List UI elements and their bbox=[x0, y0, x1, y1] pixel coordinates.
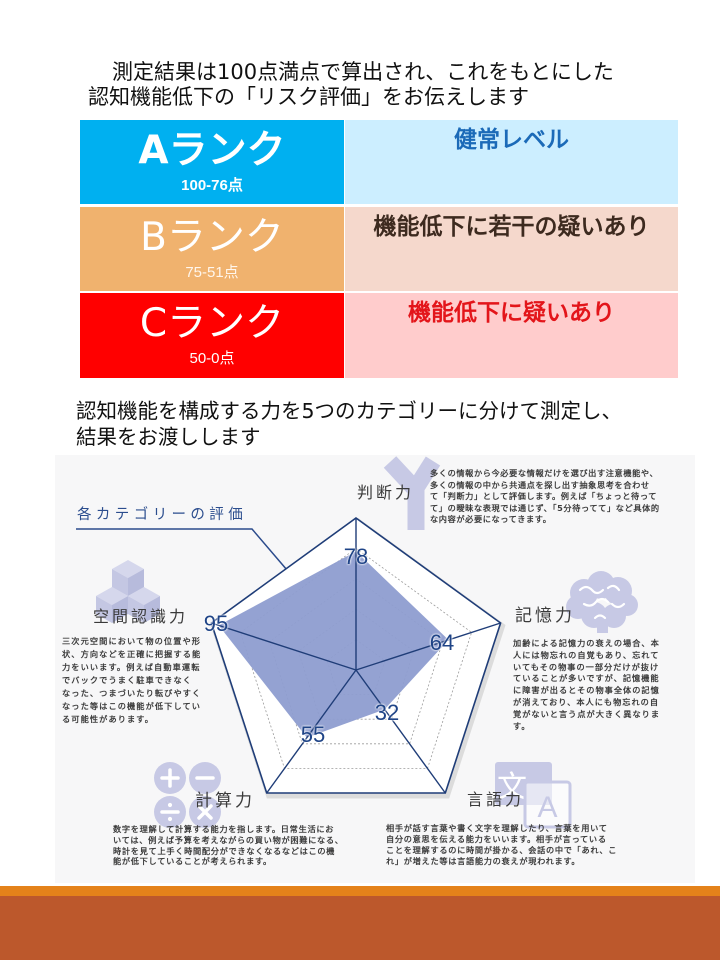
description-line: な内容が必要になってきます。 bbox=[430, 514, 552, 524]
category-title-memory: 記憶力 bbox=[515, 606, 575, 626]
rank-cell-a: Aランク 100-76点 bbox=[80, 120, 344, 204]
description-line: 能が低下していることが考えられます。 bbox=[113, 856, 272, 867]
category-description-language: 相手が話す言葉や書く文字を理解したり、言葉を用いて 自分の意思を伝える能力をいい… bbox=[386, 823, 617, 867]
description-line: 多くの情報の中から共通点を探し出す抽象思考を合わせ bbox=[430, 479, 650, 490]
math-operators-icon bbox=[154, 762, 221, 828]
description-line: 状、方向などを正確に把握する能 bbox=[62, 649, 202, 659]
description-line: なった、つまづいたり転びやすく bbox=[62, 688, 202, 698]
brain-icon bbox=[566, 571, 638, 633]
assessment-text: 機能低下に疑いあり bbox=[408, 300, 615, 326]
description-line: 自分の意思を伝える能力をいいます。相手が言っている bbox=[386, 834, 607, 844]
rank-cell-c: Cランク 50-0点 bbox=[80, 293, 344, 378]
heading-top-line1: 測定結果は100点満点で算出され、これをもとにした bbox=[112, 60, 614, 84]
score-label-spatial: 95 bbox=[203, 611, 229, 636]
score-label-judgment: 78 bbox=[343, 544, 369, 569]
category-title-spatial: 空間認識力 bbox=[93, 607, 189, 626]
rank-range: 75-51点 bbox=[185, 264, 239, 281]
assessment-text: 機能低下に若干の疑いあり bbox=[373, 214, 650, 240]
category-title-language: 言語力 bbox=[467, 790, 525, 809]
description-line: 数字を理解して計算する能力を指します。日常生活にお bbox=[113, 824, 335, 834]
translate-front-glyph: A bbox=[537, 791, 557, 824]
description-line: 時計を見て上手く時間配分ができなくなるなどはこの機 bbox=[113, 845, 336, 856]
category-description-spatial: 三次元空間において物の位置や形 状、方向などを正確に把握する能 力をいいます。例… bbox=[62, 635, 201, 726]
heading-mid-line1: 認知機能を構成する力を5つのカテゴリーに分けて測定し、 bbox=[76, 399, 623, 423]
label-connector-line bbox=[76, 528, 288, 571]
description-line: なった等はこの機能が低下してい bbox=[62, 701, 202, 711]
description-line: いては、例えば予算を考えながらの買い物が困難になる、 bbox=[113, 834, 344, 845]
rank-label: Bランク bbox=[140, 215, 284, 260]
radar-axis-line bbox=[355, 669, 446, 794]
description-line: す。 bbox=[513, 720, 531, 731]
description-line: る可能性があります。 bbox=[62, 714, 155, 724]
description-line: 加齢による記憶力の衰えの場合、本 bbox=[513, 638, 660, 648]
radar-axis-line bbox=[266, 669, 357, 794]
description-line: 相手が話す言葉や書く文字を理解したり、言葉を用いて bbox=[386, 823, 608, 833]
cubes-icon bbox=[96, 560, 160, 623]
description-line: いてもその物事の一部分だけが抜け bbox=[513, 661, 660, 672]
rank-row-b: Bランク 75-51点 機能低下に若干の疑いあり bbox=[80, 207, 678, 291]
category-description-memory: 加齢による記憶力の衰えの場合、本 人には物忘れの自覚もあり、忘れて いてもその物… bbox=[513, 638, 660, 732]
radar-axis-line bbox=[355, 622, 501, 671]
assessment-cell-b: 機能低下に若干の疑いあり bbox=[345, 207, 678, 291]
assessment-text: 健常レベル bbox=[454, 127, 569, 153]
rank-row-c: Cランク 50-0点 機能低下に疑いあり bbox=[80, 293, 678, 378]
footer-accent-stripe bbox=[0, 886, 720, 896]
fork-y-icon bbox=[383, 456, 441, 530]
heading-mid-line2: 結果をお渡しします bbox=[76, 425, 261, 449]
category-evaluation-label: 各カテゴリーの評価 bbox=[77, 507, 248, 523]
description-line: 三次元空間において物の位置や形 bbox=[62, 636, 202, 646]
description-line: 人には物忘れの自覚もあり、忘れて bbox=[513, 649, 660, 660]
category-description-calculation: 数字を理解して計算する能力を指します。日常生活にお いては、例えば予算を考えなが… bbox=[113, 824, 344, 867]
category-title-calculation: 計算力 bbox=[195, 791, 255, 811]
description-line: 力をいいます。例えば自動車運転 bbox=[62, 662, 201, 672]
translate-icon: 文 A bbox=[495, 762, 572, 829]
category-title-judgment: 判断力 bbox=[357, 483, 415, 502]
rank-row-a: Aランク 100-76点 健常レベル bbox=[80, 120, 678, 204]
score-label-memory: 64 bbox=[429, 630, 455, 655]
score-label-language: 32 bbox=[374, 700, 400, 725]
radar-axis-line bbox=[211, 622, 357, 671]
rank-range: 100-76点 bbox=[181, 177, 243, 194]
description-line: て「判断力」として評価します。例えば「ちょっと待って bbox=[430, 491, 657, 501]
description-line: に障害が出るとその物事全体の記憶 bbox=[513, 685, 660, 696]
heading-top-line2: 認知機能低下の「リスク評価」をお伝えします bbox=[88, 85, 529, 109]
description-line: 覚がないと言う点が大きく異なりま bbox=[513, 708, 661, 719]
description-line: れ」が増えた等は言語能力の衰えが現われます。 bbox=[386, 856, 581, 866]
description-line: ことを理解するのに時間が掛かる、会話の中で「あれ、こ bbox=[386, 845, 618, 855]
score-label-calculation: 55 bbox=[300, 722, 326, 747]
rank-label: Cランク bbox=[139, 301, 285, 346]
rank-cell-b: Bランク 75-51点 bbox=[80, 207, 344, 291]
assessment-cell-a: 健常レベル bbox=[345, 120, 678, 204]
radar-grid-ring bbox=[239, 547, 473, 769]
rank-label: Aランク bbox=[138, 128, 286, 173]
footer-band bbox=[0, 896, 720, 960]
description-line: 多くの情報から今必要な情報だけを選び出す注意機能や、 bbox=[430, 468, 659, 478]
category-description-judgment: 多くの情報から今必要な情報だけを選び出す注意機能や、 多くの情報の中から共通点を… bbox=[430, 468, 660, 526]
rank-range: 50-0点 bbox=[189, 350, 235, 367]
assessment-cell-c: 機能低下に疑いあり bbox=[345, 293, 678, 378]
translate-back-glyph: 文 bbox=[497, 770, 527, 805]
description-line: て」の曖昧な表現では通じず、「5分待ってて」など具体的 bbox=[430, 502, 660, 513]
description-line: ていることが多いですが、記憶機能 bbox=[513, 673, 660, 684]
radar-data-area bbox=[218, 551, 449, 738]
description-line: でバックでうまく駐車できなく bbox=[62, 675, 193, 685]
radar-axes bbox=[211, 518, 501, 794]
description-line: が消えており、本人にも物忘れの自 bbox=[513, 696, 660, 707]
